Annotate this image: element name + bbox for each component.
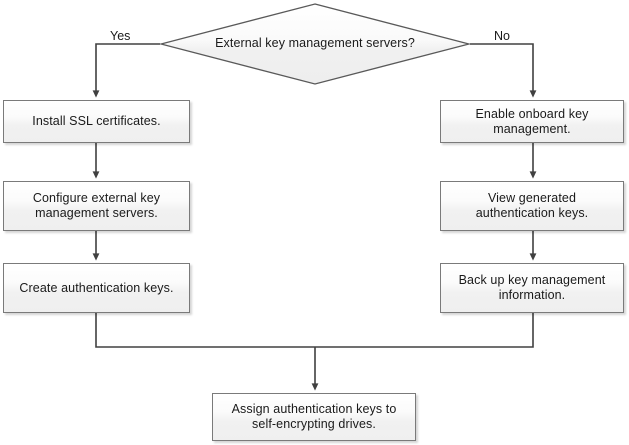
edge-right-merge	[315, 312, 534, 348]
node-install-ssl-certificates[interactable]: Install SSL certificates.	[3, 100, 190, 143]
node-label: View generated authentication keys.	[475, 191, 589, 220]
node-back-up-key-management-information[interactable]: Back up key management information.	[440, 263, 624, 313]
edge-yes	[92, 43, 160, 98]
decision-label: External key management servers?	[215, 36, 415, 50]
diamond-shape	[160, 3, 470, 85]
node-label: Assign authentication keys to self-encry…	[231, 402, 397, 431]
edge-label-no: No	[494, 29, 510, 43]
node-label: Install SSL certificates.	[32, 114, 161, 128]
node-enable-onboard-key-management[interactable]: Enable onboard key management.	[440, 100, 624, 143]
edge-no	[470, 43, 537, 98]
node-label: Create authentication keys.	[19, 280, 174, 295]
node-assign-authentication-keys-to-self-encrypting-drives[interactable]: Assign authentication keys to self-encry…	[212, 393, 416, 441]
node-label: Back up key management information.	[458, 273, 606, 302]
node-create-authentication-keys[interactable]: Create authentication keys.	[3, 263, 190, 313]
node-configure-external-key-management-servers[interactable]: Configure external key management server…	[3, 181, 190, 231]
edge-label-yes: Yes	[110, 29, 131, 43]
edge-left-merge	[95, 312, 315, 348]
node-label: Configure external key management server…	[32, 191, 161, 220]
decision-external-key-management-servers[interactable]: External key management servers?	[160, 3, 470, 85]
node-label: Enable onboard key management.	[475, 106, 589, 136]
node-view-generated-authentication-keys[interactable]: View generated authentication keys.	[440, 181, 624, 231]
